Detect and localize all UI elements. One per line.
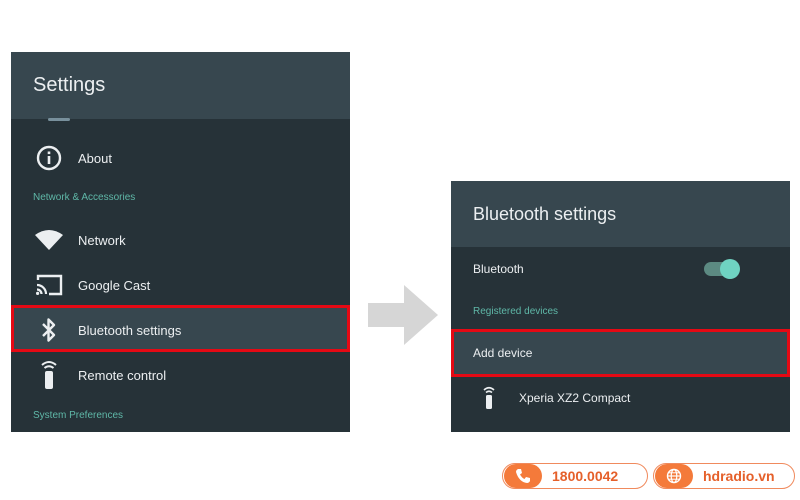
toggle-knob bbox=[720, 259, 740, 279]
settings-item-label: Network bbox=[78, 232, 126, 248]
add-device-item[interactable]: Add device bbox=[451, 331, 790, 375]
info-icon bbox=[31, 143, 67, 173]
bluetooth-icon bbox=[31, 315, 67, 345]
cast-icon bbox=[31, 270, 67, 300]
device-item-xperia[interactable]: Xperia XZ2 Compact bbox=[451, 379, 790, 417]
settings-item-label: Google Cast bbox=[78, 277, 151, 293]
remote-icon bbox=[31, 360, 67, 390]
scroll-indicator bbox=[48, 118, 70, 121]
settings-header: Settings bbox=[11, 52, 350, 119]
add-device-label: Add device bbox=[473, 346, 533, 360]
settings-item-label: Bluetooth settings bbox=[78, 322, 182, 338]
website-url: hdradio.vn bbox=[703, 468, 775, 484]
remote-icon bbox=[481, 386, 497, 410]
bluetooth-toggle-row[interactable]: Bluetooth bbox=[451, 254, 790, 284]
phone-icon bbox=[504, 464, 542, 488]
settings-item-bluetooth[interactable]: Bluetooth settings bbox=[11, 308, 350, 352]
settings-title: Settings bbox=[33, 74, 106, 96]
bluetooth-label: Bluetooth bbox=[473, 262, 524, 276]
bluetooth-toggle[interactable] bbox=[704, 259, 740, 279]
section-system-preferences: System Preferences bbox=[33, 410, 124, 421]
wifi-icon bbox=[31, 225, 67, 255]
device-name: Xperia XZ2 Compact bbox=[519, 391, 631, 405]
bluetooth-header: Bluetooth settings bbox=[451, 181, 790, 247]
phone-badge[interactable]: 1800.0042 bbox=[502, 463, 648, 489]
section-network-accessories: Network & Accessories bbox=[33, 192, 136, 203]
highlight-add-device bbox=[451, 329, 790, 377]
settings-item-label: About bbox=[78, 150, 112, 166]
globe-icon bbox=[655, 464, 693, 488]
bluetooth-settings-panel: Bluetooth settings Bluetooth Registered … bbox=[451, 181, 790, 432]
bluetooth-title: Bluetooth settings bbox=[473, 203, 617, 224]
highlight-bluetooth-settings bbox=[11, 305, 350, 352]
settings-item-network[interactable]: Network bbox=[11, 218, 350, 262]
registered-devices-header: Registered devices bbox=[451, 301, 790, 321]
phone-number: 1800.0042 bbox=[552, 468, 619, 484]
registered-devices-label: Registered devices bbox=[473, 305, 559, 317]
settings-item-google-cast[interactable]: Google Cast bbox=[11, 263, 350, 307]
settings-item-about[interactable]: About bbox=[11, 136, 350, 180]
website-badge[interactable]: hdradio.vn bbox=[653, 463, 795, 489]
arrow-right-icon bbox=[368, 285, 438, 345]
settings-panel: Settings About Network & Accessories Net… bbox=[11, 52, 350, 432]
settings-item-label: Remote control bbox=[78, 367, 167, 383]
settings-item-remote-control[interactable]: Remote control bbox=[11, 353, 350, 397]
